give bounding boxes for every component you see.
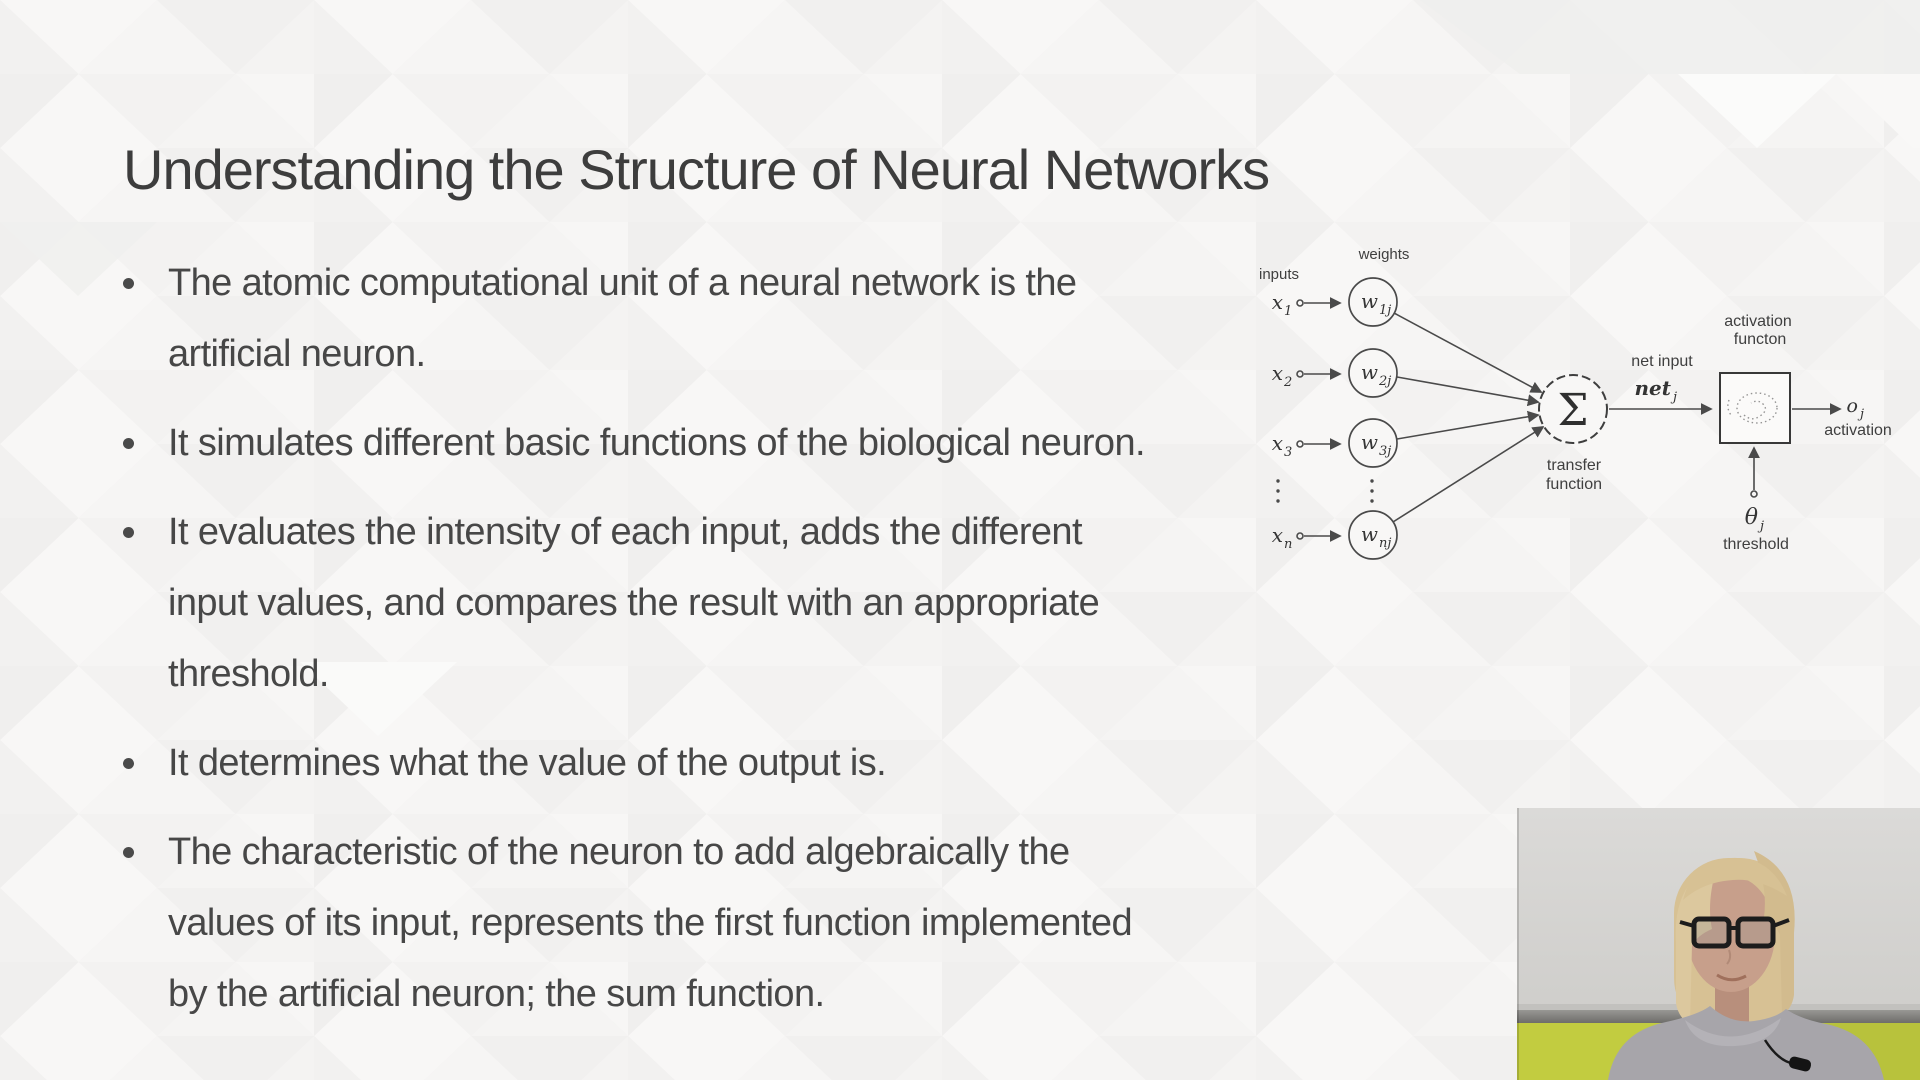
transfer-function-label-2: function	[1546, 476, 1602, 493]
weight-wnj: w	[1361, 522, 1378, 546]
presenter-webcam-video	[1517, 808, 1920, 1080]
activation-function-label-2: functon	[1734, 331, 1786, 348]
bullet-list: The atomic computational unit of a neura…	[123, 248, 1146, 1048]
bullet-line: input values, and compares the result wi…	[168, 582, 1100, 624]
bullet-line: by the artificial neuron; the sum functi…	[168, 973, 825, 1015]
weight-nodes: w 1j w 2j w 3j w nj	[1348, 277, 1398, 560]
bullet-item: It evaluates the intensity of each input…	[123, 497, 1145, 710]
weight-w2j-sub: 2j	[1378, 374, 1391, 389]
bullet-line: It determines what the value of the outp…	[168, 742, 887, 784]
weight-w3j: w	[1361, 430, 1378, 454]
input-x2: x	[1272, 361, 1283, 385]
input-arrows	[1296, 297, 1342, 542]
input-xn: x	[1272, 523, 1283, 547]
input-xn-sub: n	[1284, 537, 1292, 552]
activation-curve-sketch	[1727, 392, 1778, 424]
bullet-item: It determines what the value of the outp…	[123, 728, 1145, 799]
output-symbol: o	[1847, 395, 1858, 417]
input-x1-sub: 1	[1284, 304, 1292, 319]
activation-function-box	[1719, 372, 1791, 444]
weight-w3j-sub: 3j	[1379, 444, 1391, 459]
presenter-nose	[1726, 949, 1732, 965]
bullet-line: It evaluates the intensity of each input…	[168, 511, 1083, 553]
bullet-line: The atomic computational unit of a neura…	[168, 262, 1077, 304]
sum-symbol: Σ	[1557, 385, 1588, 436]
neuron-diagram: inputs weights x 1 x 2 x 3 x n w 1j	[1259, 246, 1892, 560]
net-symbol: net	[1634, 376, 1671, 400]
bullet-item: The atomic computational unit of a neura…	[123, 248, 1145, 390]
bullet-line: values of its input, represents the firs…	[168, 902, 1133, 944]
threshold-origin	[1750, 490, 1758, 498]
theta-symbol-sub: j	[1757, 519, 1764, 534]
sum-node	[1538, 374, 1608, 444]
net-symbol-sub: j	[1670, 390, 1677, 405]
net-input-label: net input	[1631, 353, 1693, 370]
input-x1: x	[1272, 290, 1283, 314]
weight-wnj-sub: nj	[1379, 536, 1391, 551]
bullet-line: The characteristic of the neuron to add …	[168, 831, 1070, 873]
threshold-label: threshold	[1723, 536, 1789, 553]
activation-function-label-1: activation	[1724, 313, 1792, 330]
presenter-mouth	[1716, 973, 1747, 982]
weight-w1j: w	[1361, 289, 1378, 313]
summation-arrows	[1392, 312, 1545, 523]
transfer-function-label-1: transfer	[1547, 457, 1602, 474]
output-symbol-sub: j	[1857, 407, 1864, 422]
ellipsis-dots	[1276, 479, 1374, 503]
input-x2-sub: 2	[1283, 375, 1292, 390]
weight-w1j-sub: 1j	[1379, 303, 1391, 318]
input-x3: x	[1272, 431, 1283, 455]
lapel-microphone	[1788, 1056, 1812, 1072]
input-labels: x 1 x 2 x 3 x n	[1272, 290, 1293, 552]
bullet-line: artificial neuron.	[168, 333, 426, 375]
slide-title: Understanding the Structure of Neural Ne…	[123, 137, 1270, 201]
presenter-hair-fringe	[1683, 857, 1787, 900]
bullet-item: The characteristic of the neuron to add …	[123, 817, 1145, 1030]
presenter-hair-left	[1675, 863, 1718, 1025]
presenter-collar	[1685, 1018, 1781, 1047]
theta-symbol: θ	[1745, 505, 1758, 530]
weight-w2j: w	[1361, 360, 1378, 384]
weights-label: weights	[1358, 246, 1410, 263]
presenter	[1608, 851, 1884, 1080]
inputs-label: inputs	[1259, 266, 1299, 283]
bullet-line: It simulates different basic functions o…	[168, 422, 1146, 464]
bullet-line: threshold.	[168, 653, 329, 695]
activation-output-label: activation	[1824, 422, 1892, 439]
webcam-edge	[1517, 808, 1519, 1080]
bullet-item: It simulates different basic functions o…	[123, 408, 1146, 479]
input-x3-sub: 3	[1284, 445, 1292, 460]
presenter-glasses	[1679, 916, 1790, 949]
